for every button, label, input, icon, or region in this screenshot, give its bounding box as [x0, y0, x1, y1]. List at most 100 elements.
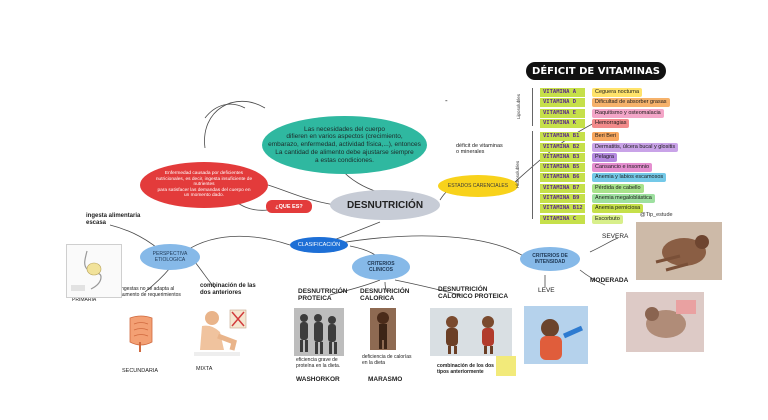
vitamina-desc: Anemia y labios escamosos — [592, 173, 667, 183]
vitamina-row: VITAMINA D Dificultad de absorber grasas — [540, 98, 718, 108]
vitamina-name: VITAMINA B6 — [540, 173, 585, 183]
node-que-es-label: ¿QUE ES? — [275, 203, 303, 210]
hidro-bracket — [532, 131, 535, 219]
proteica-title: DESNUTRICIÓN PROTEICA — [298, 288, 348, 303]
vitamina-desc: Anemia megaloblástica — [592, 194, 655, 203]
node-que-es: ¿QUE ES? — [266, 200, 312, 213]
sticky-note — [496, 356, 516, 376]
leve-photo — [524, 306, 588, 364]
secundaria-label: SECUNDARIA — [122, 368, 159, 374]
dash-mark: - — [445, 96, 448, 105]
calorico-proteica-title: DESNUTRICIÓN CALORICO PROTEICA — [438, 286, 509, 301]
sitting-figure-illustration — [194, 309, 247, 356]
vitamina-name: VITAMINA B9 — [540, 194, 585, 203]
node-desnutricion-title: DESNUTRICIÓN — [346, 199, 424, 211]
moderada-photo — [626, 292, 704, 352]
node-estados-carenciales: ESTADOS CARENCIALES — [438, 175, 518, 197]
calorica-desc: deficiencia de calorías en la dieta — [362, 354, 412, 366]
ingestas-no-adapta-label: ingestas no se adapta al aumento de requ… — [120, 286, 181, 298]
vitamina-name: VITAMINA B7 — [540, 183, 585, 193]
vitamina-row: VITAMINA E Raquitismo y osteomalacia — [540, 108, 718, 118]
digestive-illustration — [71, 250, 102, 291]
vitamina-desc: Hemorragias — [592, 118, 630, 128]
vitamina-name: VITAMINA E — [540, 108, 585, 118]
vitamina-desc: Anemia perniciosa — [592, 204, 644, 214]
leve-label: LEVE — [538, 287, 555, 294]
sitting-figure-image — [190, 306, 248, 360]
bubble-definicion: Enfermedad causada por deficientes nutri… — [140, 162, 268, 208]
vitamina-desc: Dificultad de absorber grasas — [592, 98, 670, 108]
node-estados-label: ESTADOS CARENCIALES — [447, 183, 509, 189]
vitamina-row: VITAMINA B9 Anemia megaloblástica — [540, 194, 718, 203]
node-clasificacion-label: CLASIFICACIÓN — [297, 242, 341, 248]
node-perspectiva-etiologica: PERSPECTIVA ETIOLOGICA — [140, 244, 200, 270]
marasmo-illustration — [370, 308, 396, 350]
vitamina-row: VITAMINA B7 Pérdida de cabello — [540, 183, 718, 193]
vitamina-row: VITAMINA A Ceguera nocturna — [540, 88, 718, 97]
digestive-system-image — [66, 244, 122, 298]
vitaminas-title: DÉFICIT DE VITAMINAS — [532, 65, 660, 77]
node-criterios-clinicos: CRITERIOS CLINICOS — [352, 254, 410, 280]
vitamina-desc: Cansancio e insomnio — [592, 163, 653, 173]
vitamina-row: VITAMINA B12 Anemia perniciosa — [540, 204, 718, 214]
ingesta-escasa-label: ingesta alimentaria escasa — [86, 213, 141, 226]
node-criterios-intensidad: CRITERIOS DE INTENSIDAD — [520, 247, 580, 271]
vitamina-row: VITAMINA B6 Anemia y labios escamosos — [540, 173, 718, 183]
node-desnutricion: DESNUTRICIÓN — [330, 190, 440, 220]
vitamina-name: VITAMINA B2 — [540, 142, 585, 152]
vitamina-name: VITAMINA B12 — [540, 204, 585, 214]
group-lipo-wrap: Liposolubles — [516, 88, 530, 128]
node-perspectiva-label: PERSPECTIVA ETIOLOGICA — [152, 251, 188, 263]
group-lipo-label: Liposolubles — [516, 93, 522, 120]
group-hidro-wrap: Hidrosolubles — [515, 132, 530, 218]
lipo-bracket — [532, 88, 535, 126]
marasmo-photo — [370, 308, 396, 350]
severa-illustration — [636, 222, 722, 280]
vitaminas-credit: @Tip_estude — [640, 212, 673, 218]
moderada-illustration — [626, 292, 704, 352]
combinacion-label: combinación de las dos anteriores — [200, 283, 256, 296]
proteica-desc: eficiencia grave de proteína en la dieta… — [296, 357, 341, 369]
vitamina-name: VITAMINA B1 — [540, 132, 585, 142]
vitamina-desc: Ceguera nocturna — [592, 88, 643, 97]
vitamina-row: VITAMINA B5 Cansancio e insomnio — [540, 163, 718, 173]
vitamina-name: VITAMINA B5 — [540, 163, 585, 173]
primaria-label: PRIMARIA — [72, 297, 97, 303]
vitamina-name: VITAMINA C — [540, 214, 585, 224]
vitamina-row: VITAMINA B1 Beri Beri — [540, 132, 718, 142]
leve-illustration — [524, 306, 588, 364]
mixta-label: MIXTA — [196, 366, 213, 372]
bubble-necesidades: Las necesidades del cuerpo difieren en v… — [262, 116, 427, 174]
severa-photo — [636, 222, 722, 280]
vitamina-name: VITAMINA A — [540, 88, 585, 97]
calorico-proteica-illustration — [430, 308, 512, 356]
kwashiorkor-illustration — [294, 308, 344, 356]
vitamina-desc: Raquitismo y osteomalacia — [592, 108, 664, 118]
vitaminas-title-box: DÉFICIT DE VITAMINAS — [526, 62, 666, 80]
bubble-necesidades-text: Las necesidades del cuerpo difieren en v… — [268, 125, 421, 164]
calorico-proteica-desc: combinación de los dos tipos anteriormen… — [437, 363, 494, 375]
vitamina-desc: Beri Beri — [592, 132, 620, 142]
node-criterios-clinicos-label: CRITERIOS CLINICOS — [367, 261, 395, 273]
intestine-image — [124, 312, 158, 354]
estados-note: déficit de vitaminas o minerales — [456, 143, 503, 156]
vitamina-desc: Pelagra — [592, 152, 617, 162]
bubble-definicion-text: Enfermedad causada por deficientes nutri… — [155, 171, 253, 199]
intestine-illustration — [129, 315, 153, 352]
marasmo-label: MARASMO — [368, 376, 403, 383]
moderada-label: MODERADA — [590, 277, 629, 284]
vitamina-name: VITAMINA D — [540, 98, 585, 108]
severa-label: SEVERA — [602, 233, 629, 240]
node-clasificacion: CLASIFICACIÓN — [290, 237, 348, 253]
vitamina-desc: Pérdida de cabello — [592, 183, 644, 193]
kwashiorkor-photo — [294, 308, 344, 356]
vitamina-name: VITAMINA B3 — [540, 152, 585, 162]
calorica-title: DESNUTRICIÓN CALORICA — [360, 288, 410, 303]
calorico-proteica-photo — [430, 308, 512, 356]
node-criterios-intensidad-label: CRITERIOS DE INTENSIDAD — [532, 253, 568, 265]
